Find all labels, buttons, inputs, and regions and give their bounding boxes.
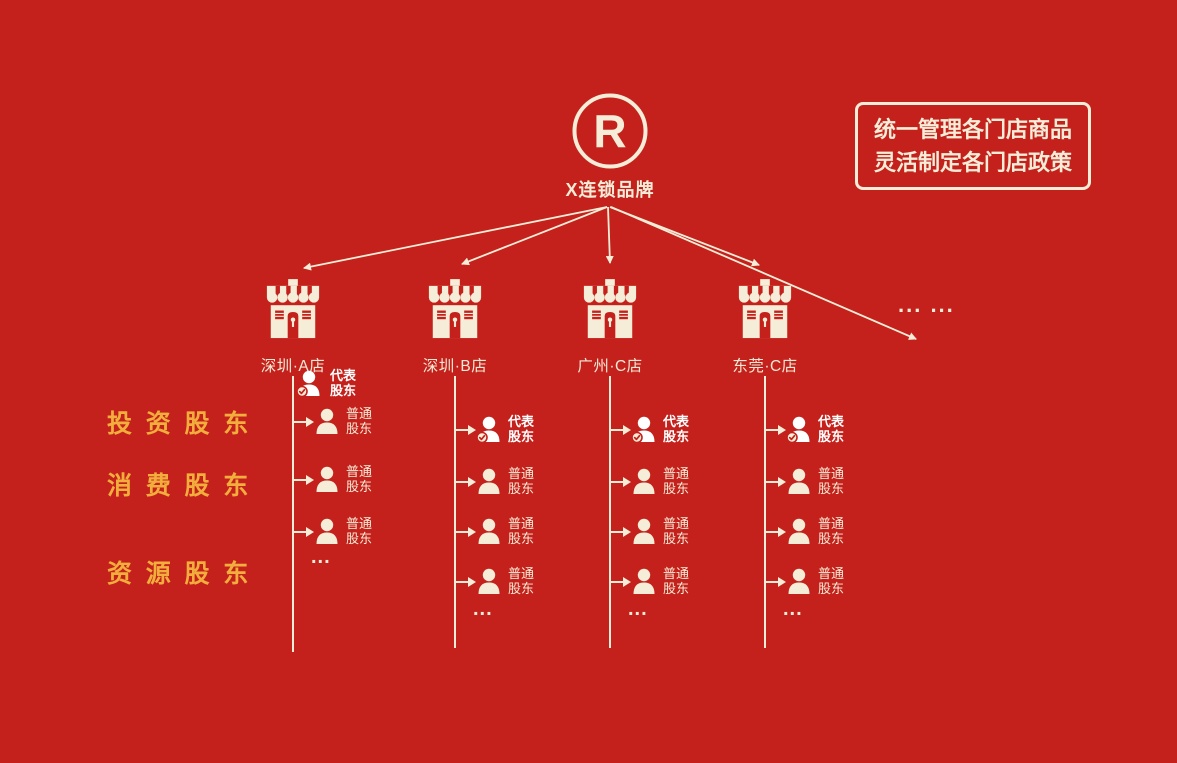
rep-shareholder-label: 代表股东 [663, 414, 690, 444]
more-stores-ellipsis: ... ... [898, 292, 955, 317]
more-shareholders: ... [783, 598, 803, 620]
branch-arrowhead-icon [623, 577, 631, 587]
shareholder-icon [476, 518, 502, 545]
branch-arrowhead-icon [623, 477, 631, 487]
registered-trademark-icon: R [572, 93, 648, 169]
store-name: 深圳·B店 [422, 358, 488, 375]
branch-arrowhead-icon [778, 577, 786, 587]
branch-arrow [611, 429, 624, 431]
branch-arrow [456, 429, 469, 431]
store-name: 东莞·C店 [732, 358, 798, 375]
store-name: 深圳·A店 [260, 358, 326, 375]
branch-arrowhead-icon [468, 425, 476, 435]
rep-shareholder-icon [786, 416, 812, 443]
ordinary-shareholder-label: 普通股东 [346, 516, 373, 546]
shareholder-icon [786, 518, 812, 545]
branch-arrowhead-icon [623, 425, 631, 435]
rep-shareholder-icon [476, 416, 502, 443]
branch-arrow [766, 481, 779, 483]
shareholder-icon [631, 568, 657, 595]
rep-shareholder-label: 代表股东 [330, 368, 357, 398]
shareholder-icon [314, 518, 340, 545]
arrow-to-store-b [461, 206, 608, 266]
ordinary-shareholder-label: 普通股东 [818, 466, 845, 496]
ordinary-shareholder-label: 普通股东 [508, 516, 535, 546]
branch-arrow [766, 429, 779, 431]
store-name: 广州·C店 [577, 358, 643, 375]
arrow-to-store-a [303, 206, 608, 271]
shareholder-icon [631, 518, 657, 545]
more-shareholders: ... [311, 546, 331, 568]
store-branch-line [454, 376, 456, 648]
more-shareholders: ... [628, 598, 648, 620]
branch-arrowhead-icon [623, 527, 631, 537]
branch-arrowhead-icon [306, 475, 314, 485]
branch-arrow [294, 421, 307, 423]
branch-arrowhead-icon [468, 527, 476, 537]
more-shareholders: ... [473, 598, 493, 620]
branch-arrowhead-icon [306, 527, 314, 537]
arrow-to-store-d [609, 206, 760, 267]
ordinary-shareholder-label: 普通股东 [663, 466, 690, 496]
branch-arrow [294, 531, 307, 533]
shareholder-icon [314, 466, 340, 493]
branch-arrow [456, 481, 469, 483]
rep-shareholder-icon [631, 416, 657, 443]
ordinary-shareholder-label: 普通股东 [508, 566, 535, 596]
category-label-investor: 投资股东 [107, 410, 263, 438]
branch-arrow [456, 581, 469, 583]
shareholder-icon [476, 568, 502, 595]
policy-line-2: 灵活制定各门店政策 [874, 150, 1073, 175]
ordinary-shareholder-label: 普通股东 [818, 566, 845, 596]
ordinary-shareholder-label: 普通股东 [663, 566, 690, 596]
registered-mark-letter: R [593, 105, 626, 157]
rep-shareholder-label: 代表股东 [508, 414, 535, 444]
ordinary-shareholder-label: 普通股东 [508, 466, 535, 496]
branch-arrow [456, 531, 469, 533]
branch-arrowhead-icon [468, 477, 476, 487]
policy-line-1: 统一管理各门店商品 [874, 117, 1073, 142]
rep-shareholder-label: 代表股东 [818, 414, 845, 444]
ordinary-shareholder-label: 普通股东 [663, 516, 690, 546]
branch-arrowhead-icon [468, 577, 476, 587]
store-branch-line [609, 376, 611, 648]
category-label-resource: 资源股东 [107, 560, 263, 588]
branch-arrowhead-icon [778, 425, 786, 435]
category-label-consumer: 消费股东 [107, 472, 263, 500]
branch-arrowhead-icon [778, 477, 786, 487]
shareholder-icon [314, 408, 340, 435]
store-branch-line [764, 376, 766, 648]
shareholder-icon [786, 568, 812, 595]
shareholder-icon [476, 468, 502, 495]
shareholder-icon [786, 468, 812, 495]
ordinary-shareholder-label: 普通股东 [818, 516, 845, 546]
branch-arrow [611, 581, 624, 583]
branch-arrow [766, 531, 779, 533]
branch-arrow [294, 479, 307, 481]
arrow-to-store-c [605, 206, 614, 264]
ordinary-shareholder-label: 普通股东 [346, 406, 373, 436]
brand-label: X连锁品牌 [565, 180, 655, 200]
ordinary-shareholder-label: 普通股东 [346, 464, 373, 494]
branch-arrowhead-icon [306, 417, 314, 427]
policy-banner: 统一管理各门店商品 灵活制定各门店政策 [855, 102, 1092, 190]
branch-arrowhead-icon [778, 527, 786, 537]
shareholder-icon [631, 468, 657, 495]
store-branch-line [292, 376, 294, 652]
branch-arrow [611, 481, 624, 483]
store-icon [736, 279, 794, 343]
branch-arrow [611, 531, 624, 533]
rep-shareholder-icon [296, 370, 322, 397]
store-icon [264, 279, 322, 343]
branch-arrow [766, 581, 779, 583]
store-icon [426, 279, 484, 343]
store-icon [581, 279, 639, 343]
